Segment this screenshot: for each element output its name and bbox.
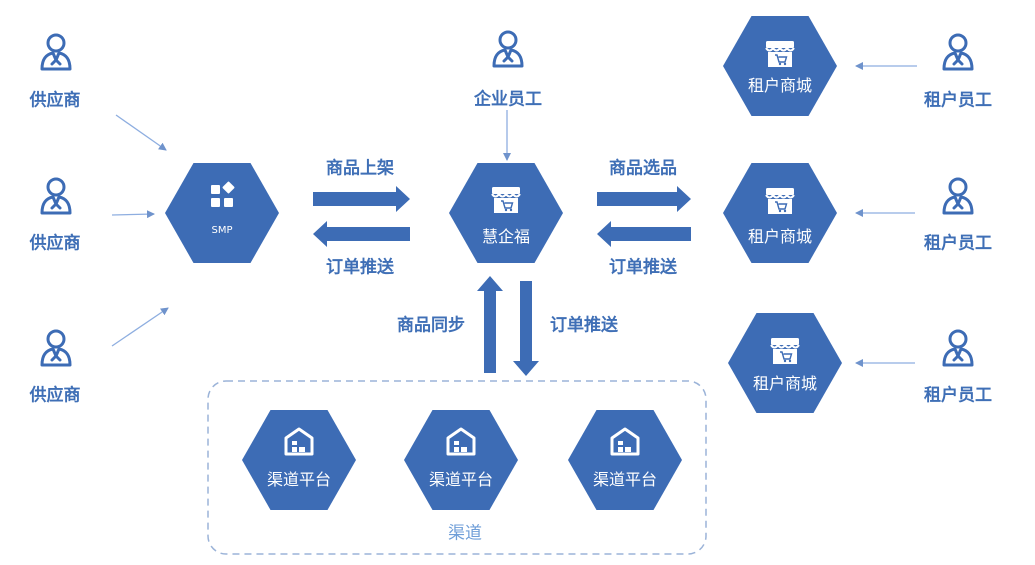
supplier-label: 供应商 [29, 233, 81, 254]
tenant-mall-label: 租户商城 [747, 227, 813, 246]
flow-arrow-sync [477, 276, 503, 373]
connector-arrow [111, 307, 169, 347]
tenant-mall-label: 租户商城 [752, 374, 818, 393]
flow-label-order-push: 订单推送 [326, 257, 394, 278]
person-icon [40, 329, 72, 367]
employee-label: 企业员工 [474, 89, 542, 110]
channel-platform-node [242, 410, 356, 510]
channel-platform-label: 渠道平台 [592, 470, 658, 489]
channel-platform-label: 渠道平台 [428, 470, 494, 489]
person-icon [942, 33, 974, 71]
flow-label-sync: 商品同步 [397, 315, 465, 336]
channel-platform-node [404, 410, 518, 510]
apps-icon [211, 181, 235, 207]
tenant-mall-label: 租户商城 [747, 76, 813, 95]
store-icon [765, 41, 795, 67]
flow-arrow-order-push [597, 221, 691, 247]
person-icon [492, 30, 524, 68]
center-node-label: 慧企福 [481, 227, 531, 246]
warehouse-icon [284, 427, 314, 456]
store-icon [770, 338, 800, 364]
supplier-label: 供应商 [29, 385, 81, 406]
supplier-label: 供应商 [29, 90, 81, 111]
channel-group-label: 渠道 [448, 523, 482, 544]
flow-label-order-push: 订单推送 [609, 257, 677, 278]
smp-node-label: SMP [211, 225, 233, 236]
connector-arrow [115, 114, 167, 151]
channel-platform-node [568, 410, 682, 510]
channel-platform-label: 渠道平台 [266, 470, 332, 489]
person-icon [40, 177, 72, 215]
tenant-staff-label: 租户员工 [924, 385, 992, 406]
tenant-staff-label: 租户员工 [924, 90, 992, 111]
store-icon [491, 187, 521, 213]
flow-arrow-order-push [513, 281, 539, 376]
warehouse-icon [610, 427, 640, 456]
connector-arrow [111, 210, 155, 219]
person-icon [942, 177, 974, 215]
person-icon [942, 329, 974, 367]
flow-arrow-listing [313, 186, 410, 212]
person-icon [40, 33, 72, 71]
tenant-staff-label: 租户员工 [924, 233, 992, 254]
channel-group-frame [207, 380, 707, 555]
store-icon [765, 188, 795, 214]
warehouse-icon [446, 427, 476, 456]
flow-label-selection: 商品选品 [609, 158, 677, 179]
flow-arrow-selection [597, 186, 691, 212]
flow-label-order-push: 订单推送 [550, 315, 618, 336]
flow-label-listing: 商品上架 [326, 158, 394, 179]
smp-node [165, 163, 279, 263]
flow-arrow-order-push [313, 221, 410, 247]
